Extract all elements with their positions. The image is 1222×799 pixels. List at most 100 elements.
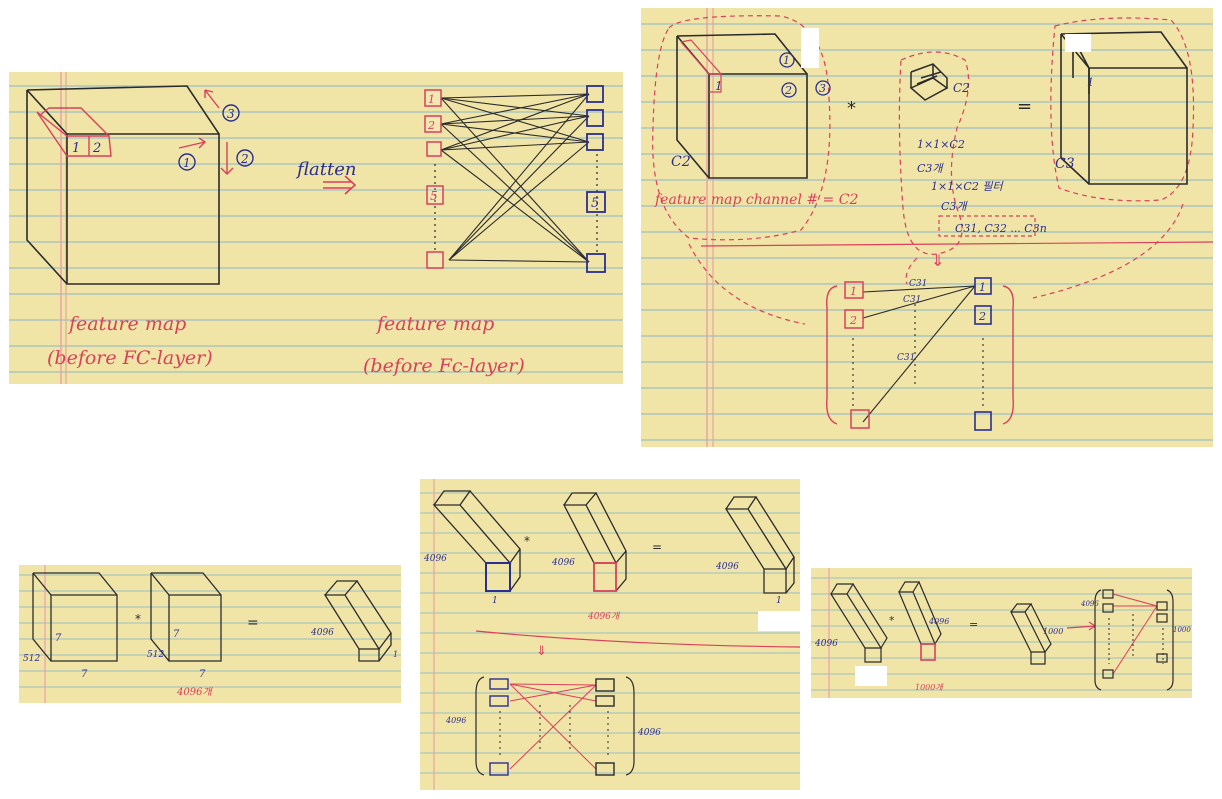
output-column — [1010, 603, 1052, 665]
panel-1x1-conv: 1 C2 1 2 3 * C2 = 1 C3 1×1×C2 C3개 1×1×C2… — [641, 8, 1213, 447]
output-corner-label: 1 — [1087, 76, 1094, 89]
input-bottom: 7 — [81, 669, 88, 680]
down-arrow: ⇓ — [536, 644, 547, 659]
operator-star: * — [135, 612, 141, 626]
input-depth: 512 — [23, 654, 40, 664]
ruled-lines — [811, 577, 1192, 691]
kernel-count: 4096개 — [176, 686, 213, 698]
panel-4096-svg: 4096 1 * 4096 4096개 = 4096 1 ⇓ 4096 4096 — [420, 479, 800, 790]
cube-channel-label: C2 — [671, 154, 691, 170]
conv-left-nodes — [844, 281, 870, 429]
conv-right-nodes — [974, 277, 992, 431]
separator-line — [475, 630, 800, 648]
caption-left-1: feature map — [67, 313, 186, 335]
sticker — [758, 611, 800, 631]
separator-line — [700, 241, 1213, 247]
sticker — [855, 666, 887, 686]
fc-ellipsis — [499, 705, 609, 759]
flatten-left-nodes — [424, 89, 444, 269]
conv-left-node-1: 1 — [850, 285, 857, 298]
fc-left-size: 4096 — [1080, 600, 1099, 608]
sticker — [1065, 34, 1091, 52]
weight-label-3: C31 — [897, 353, 915, 363]
paper-bg — [9, 72, 623, 384]
weight-label-2: C31 — [903, 295, 921, 305]
kernel-count: 4096개 — [587, 611, 621, 622]
kernel-depth: 4096 — [928, 617, 949, 626]
sticker — [801, 28, 819, 68]
conv-left-node-2: 2 — [849, 314, 857, 327]
input-column-face — [485, 562, 511, 592]
down-arrow: ⇓ — [931, 251, 944, 270]
panel-1000-fc: 4096 * 4096 1000개 = 1000 4096 1000 — [811, 568, 1192, 698]
result-side: 1 — [393, 650, 398, 659]
paper-bg — [420, 479, 800, 790]
conv-right-node-2: 2 — [978, 310, 986, 323]
conv-step-3: 3 — [819, 82, 826, 95]
ruled-lines — [9, 85, 623, 373]
left-bracket — [1094, 589, 1102, 691]
input-bottom: 1 — [492, 596, 498, 606]
step-2-label: 2 — [240, 152, 249, 166]
panel-7x7-svg: 512 7 7 * 512 7 7 = 4096개 4096 1 — [19, 565, 401, 703]
left-node-1: 1 — [428, 93, 435, 106]
conv-right-node-1: 1 — [979, 281, 986, 294]
output-channel-label: C3 — [1055, 156, 1075, 172]
equals-sign: = — [1017, 96, 1032, 117]
fc-right-nodes — [1156, 601, 1168, 663]
cube-corner-label: 1 — [715, 79, 723, 93]
fc-right-size: 1000 — [1173, 626, 1191, 634]
result-column — [323, 580, 392, 662]
voxel-number-1: 1 — [72, 141, 80, 156]
input-depth: 4096 — [423, 554, 447, 564]
weight-label-1: C31 — [909, 279, 927, 289]
input-volume — [32, 572, 118, 662]
operator-star: * — [889, 614, 895, 627]
note-list: C31, C32 ... C3n — [955, 222, 1047, 235]
fc-right-size: 4096 — [637, 728, 661, 738]
right-node-5: 5 — [591, 196, 599, 211]
note-filter-desc: 1×1×C2 필터 — [931, 180, 1004, 193]
ruled-lines — [19, 574, 401, 688]
equals-sign: = — [652, 540, 662, 554]
filter-channel-label: C2 — [953, 81, 970, 95]
highlight-voxel — [36, 107, 112, 157]
fc-left-size: 4096 — [445, 716, 466, 725]
fc-ellipsis — [1108, 614, 1164, 664]
fc-left-nodes — [1102, 589, 1114, 679]
kernel-depth: 512 — [147, 650, 164, 660]
output-bottom: 1 — [776, 596, 782, 606]
paper-bg — [19, 565, 401, 703]
caption-right-2: (before Fc-layer) — [363, 355, 525, 377]
conv-step-1: 1 — [783, 54, 790, 67]
right-bracket — [1002, 285, 1014, 425]
grouping-outlines — [652, 15, 1195, 325]
kernel-column-face — [593, 562, 617, 592]
caption-right-1: feature map — [375, 313, 494, 335]
result-depth: 4096 — [310, 628, 334, 638]
right-bracket — [1166, 589, 1174, 691]
left-bracket — [475, 676, 485, 776]
input-column — [829, 583, 888, 663]
panel-7x7-conv: 512 7 7 * 512 7 7 = 4096개 4096 1 — [19, 565, 401, 703]
input-depth: 4096 — [814, 639, 838, 649]
conv-step-2: 2 — [784, 84, 792, 97]
note-count-1: C3개 — [917, 162, 944, 175]
panel-1000-svg: 4096 * 4096 1000개 = 1000 4096 1000 — [811, 568, 1192, 698]
note-list-box — [938, 215, 1036, 237]
panel-conv-svg: 1 C2 1 2 3 * C2 = 1 C3 1×1×C2 C3개 1×1×C2… — [641, 8, 1213, 447]
left-node-2: 2 — [427, 119, 435, 132]
fc-left-nodes — [489, 678, 509, 776]
flatten-right-nodes — [586, 85, 606, 273]
kernel-bottom: 7 — [199, 669, 206, 680]
equals-sign: = — [969, 618, 978, 631]
equals-sign: = — [247, 615, 259, 631]
output-depth: 1000 — [1043, 627, 1063, 636]
conv-ellipsis — [852, 304, 984, 410]
fc-ellipsis — [434, 154, 598, 252]
ruled-lines — [641, 23, 1213, 441]
kernel-count: 1000개 — [915, 683, 944, 692]
kernel-depth: 4096 — [551, 558, 575, 568]
conv-connections — [862, 285, 976, 423]
output-column — [724, 496, 795, 594]
